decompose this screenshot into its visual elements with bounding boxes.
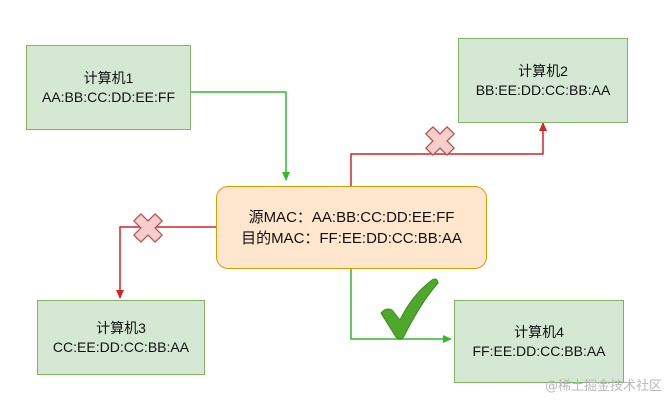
node-pc1-mac: AA:BB:CC:DD:EE:FF: [41, 88, 176, 105]
node-pc3-name: 计算机3: [96, 319, 146, 336]
edge-center-to-pc3: [116, 226, 216, 299]
node-pc3-mac: CC:EE:DD:CC:BB:AA: [52, 338, 190, 355]
node-pc4-name: 计算机4: [514, 323, 564, 340]
edge-center-to-pc4: [350, 269, 452, 343]
node-pc3: 计算机3 CC:EE:DD:CC:BB:AA: [37, 300, 205, 375]
watermark: @稀土掘金技术社区: [544, 379, 662, 394]
check-icon: [380, 278, 439, 340]
node-pc1: 计算机1 AA:BB:CC:DD:EE:FF: [26, 45, 191, 130]
frame-box: 源MAC：AA:BB:CC:DD:EE:FF 目的MAC：FF:EE:DD:CC…: [216, 186, 487, 269]
x-icon: [132, 212, 164, 244]
node-pc1-name: 计算机1: [83, 69, 134, 86]
destination-mac-line: 目的MAC：FF:EE:DD:CC:BB:AA: [241, 229, 462, 247]
x-icon: [424, 125, 456, 157]
source-mac-line: 源MAC：AA:BB:CC:DD:EE:FF: [248, 208, 455, 226]
node-pc4: 计算机4 FF:EE:DD:CC:BB:AA: [454, 300, 624, 383]
node-pc2-name: 计算机2: [518, 62, 568, 79]
node-pc2-mac: BB:EE:DD:CC:BB:AA: [475, 81, 611, 98]
edge-pc1-to-center: [190, 91, 290, 181]
node-pc4-mac: FF:EE:DD:CC:BB:AA: [472, 342, 606, 359]
node-pc2: 计算机2 BB:EE:DD:CC:BB:AA: [458, 38, 628, 123]
